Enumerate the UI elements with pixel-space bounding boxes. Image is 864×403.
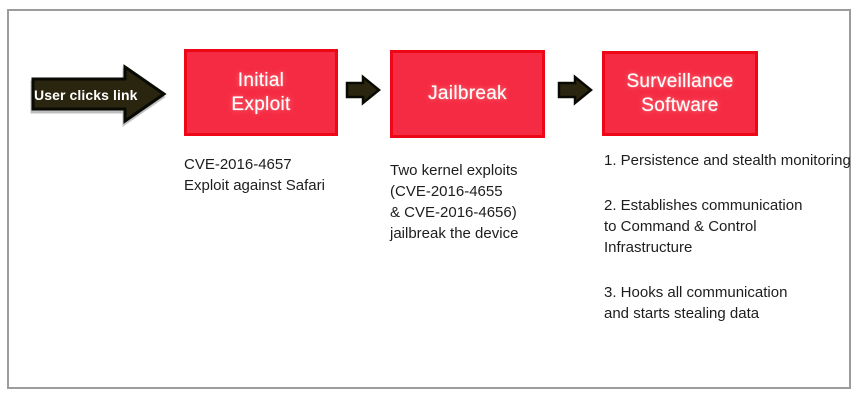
start-arrow-icon (31, 64, 167, 124)
step-title: Jailbreak (428, 83, 507, 104)
step-box-jailbreak: Jailbreak (390, 50, 545, 138)
step-box-surveillance-software: Surveillance Software (602, 51, 758, 136)
flow-arrow-icon (557, 74, 593, 106)
list-item: 3. Hooks all communication and starts st… (604, 284, 788, 322)
start-arrow-label: User clicks link (34, 87, 138, 103)
step-desc-initial-exploit: CVE-2016-4657 Exploit against Safari (184, 156, 325, 194)
step-desc-surveillance-software: 1. Persistence and stealth monitoring 2.… (604, 150, 851, 324)
step-title: Initial Exploit (231, 69, 291, 115)
list-item: 1. Persistence and stealth monitoring (604, 152, 851, 169)
step-title: Surveillance Software (626, 70, 734, 116)
step-desc-jailbreak: Two kernel exploits (CVE-2016-4655 & CVE… (390, 162, 519, 242)
flow-arrow-icon (345, 74, 381, 106)
step-box-initial-exploit: Initial Exploit (184, 49, 338, 136)
list-item: 2. Establishes communication to Command … (604, 197, 803, 256)
